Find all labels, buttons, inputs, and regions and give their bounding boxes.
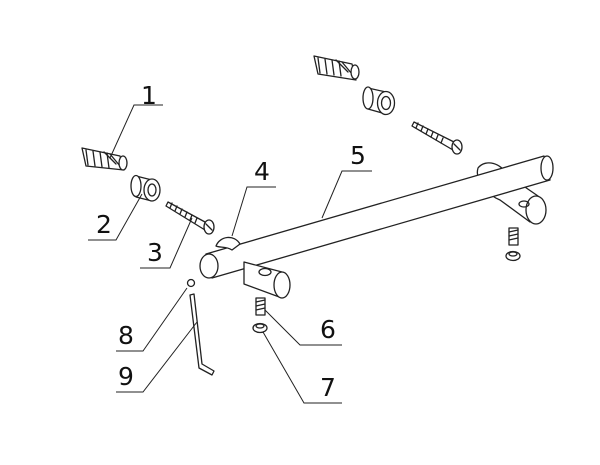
leader-7: [262, 331, 342, 404]
handle-bar: [199, 155, 554, 279]
callout-7: 7: [320, 373, 336, 402]
callout-2: 2: [96, 210, 112, 239]
callout-4: 4: [254, 157, 270, 186]
callout-9: 9: [118, 362, 134, 391]
screw-cap-left: [252, 322, 268, 334]
wall-anchor-plug-right: [313, 55, 360, 81]
leader-lines: [88, 104, 372, 404]
callout-1: 1: [141, 81, 157, 110]
callout-6: 6: [320, 315, 336, 344]
wall-anchor-plug-left: [81, 147, 128, 171]
callout-8: 8: [118, 321, 134, 350]
spacer-sleeve-right: [362, 86, 396, 116]
leader-8: [116, 287, 188, 352]
leader-1: [109, 104, 163, 159]
leader-9: [116, 321, 198, 393]
leader-3: [140, 217, 193, 269]
end-bracket-left: [215, 236, 291, 299]
callout-3: 3: [147, 238, 163, 267]
set-screw-right: [508, 227, 519, 246]
set-screw-left: [255, 297, 266, 316]
leader-2: [88, 193, 143, 241]
leader-6: [264, 309, 342, 346]
callout-5: 5: [350, 141, 366, 170]
wood-screw-right: [411, 121, 463, 155]
wood-screw-left: [165, 201, 215, 235]
spacer-sleeve-left: [130, 174, 161, 202]
callout-labels: 1 2 3 4 5 6 7 8 9: [96, 81, 366, 402]
leader-4: [231, 186, 276, 237]
screw-cap-right: [505, 250, 521, 262]
ball-plug: [186, 278, 196, 288]
allen-key: [189, 293, 215, 376]
leader-5: [321, 170, 372, 219]
